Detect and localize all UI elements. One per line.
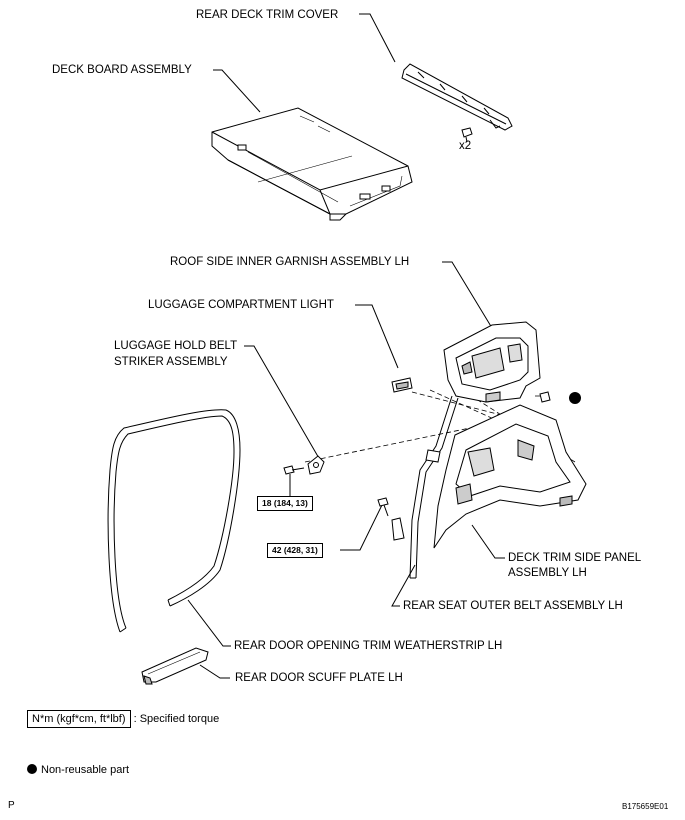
luggage-compartment-light-drawing (391, 377, 413, 393)
leader-deck-trim-side (471, 524, 505, 559)
leader-striker (244, 345, 321, 461)
label-luggage-hold-belt-line1: LUGGAGE HOLD BELT (114, 340, 238, 352)
clip-drawing (461, 127, 473, 143)
leader-rear-deck-trim-cover (359, 13, 396, 63)
rear-seat-outer-belt-drawing (391, 395, 459, 579)
label-clip-quantity: x2 (459, 140, 472, 152)
label-deck-trim-side-panel-line2: ASSEMBLY LH (508, 567, 587, 579)
figure-id: B175659E01 (622, 802, 669, 811)
leader-weatherstrip (187, 599, 231, 647)
legend-torque-units: N*m (kgf*cm, ft*lbf) (27, 710, 131, 728)
label-luggage-hold-belt-line2: STRIKER ASSEMBLY (114, 356, 228, 368)
leader-belt (391, 564, 416, 607)
weatherstrip-drawing (107, 409, 241, 633)
leader-scuff (199, 664, 230, 679)
label-luggage-compartment-light: LUGGAGE COMPARTMENT LIGHT (148, 299, 334, 311)
label-rear-deck-trim-cover: REAR DECK TRIM COVER (196, 9, 339, 21)
legend-torque: N*m (kgf*cm, ft*lbf) : Specified torque (27, 710, 219, 728)
label-deck-trim-side-panel-line1: DECK TRIM SIDE PANEL (508, 552, 642, 564)
clip-non-reusable-drawing (539, 391, 551, 403)
leader-deck-board (213, 69, 261, 113)
luggage-hold-belt-striker-drawing (307, 455, 325, 475)
rear-deck-trim-cover-drawing (401, 63, 513, 131)
label-rear-seat-outer-belt: REAR SEAT OUTER BELT ASSEMBLY LH (403, 600, 623, 612)
label-deck-board-assembly: DECK BOARD ASSEMBLY (52, 64, 192, 76)
non-reusable-dot-icon (27, 764, 37, 774)
leader-roof-garnish (442, 261, 493, 329)
label-rear-door-scuff-plate: REAR DOOR SCUFF PLATE LH (235, 672, 403, 684)
footer-left-mark: P (8, 800, 15, 811)
label-roof-side-inner-garnish: ROOF SIDE INNER GARNISH ASSEMBLY LH (170, 256, 410, 268)
roof-side-inner-garnish-drawing (443, 321, 541, 403)
leader-torque-42 (340, 504, 383, 551)
striker-bolt-drawing (283, 465, 305, 475)
torque-spec-striker: 18 (184, 13) (257, 496, 313, 511)
deck-trim-side-panel-drawing (433, 404, 587, 549)
legend-non-reusable-text: Non-reusable part (41, 764, 130, 776)
label-rear-door-opening-trim: REAR DOOR OPENING TRIM WEATHERSTRIP LH (234, 640, 503, 652)
legend-torque-desc: : Specified torque (133, 713, 220, 725)
legend-non-reusable: Non-reusable part (27, 763, 129, 777)
scuff-plate-drawing (141, 647, 209, 685)
leader-light (355, 304, 399, 369)
torque-spec-belt: 42 (428, 31) (267, 543, 323, 558)
deck-board-drawing (211, 107, 413, 221)
non-reusable-mark (569, 392, 581, 404)
belt-bolt-drawing (377, 497, 389, 517)
